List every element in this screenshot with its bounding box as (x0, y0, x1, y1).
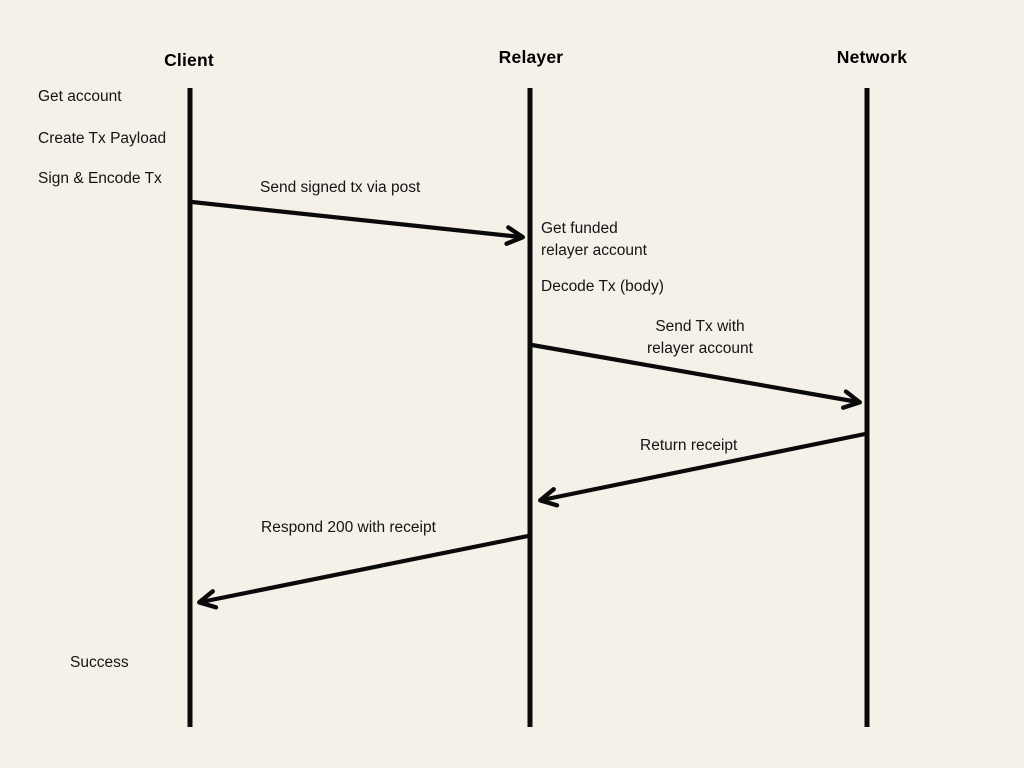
label-send-tx-line1: Send Tx with (655, 318, 745, 335)
note-get-funded-line1: Get funded (541, 220, 618, 237)
note-decode-tx: Decode Tx (body) (541, 278, 664, 295)
label-send-signed-tx: Send signed tx via post (260, 179, 421, 196)
label-return-receipt: Return receipt (640, 437, 738, 454)
actor-relayer: Relayer (498, 47, 564, 67)
actor-network: Network (836, 47, 908, 67)
note-sign-encode-tx: Sign & Encode Tx (38, 170, 162, 187)
arrow-send-signed-tx (191, 199, 525, 246)
arrow-return-receipt (538, 431, 866, 508)
note-get-funded: Get funded relayer account (541, 218, 647, 262)
note-get-account: Get account (38, 88, 122, 105)
note-success: Success (70, 654, 129, 671)
actor-client: Client (164, 50, 214, 70)
arrow-respond-200 (197, 533, 529, 610)
label-respond-200: Respond 200 with receipt (261, 519, 436, 536)
note-get-funded-line2: relayer account (541, 242, 647, 259)
arrow-send-tx-relayer-account (531, 342, 862, 410)
label-send-tx-relayer-account: Send Tx with relayer account (619, 316, 781, 360)
note-create-tx-payload: Create Tx Payload (38, 130, 167, 147)
label-send-tx-line2: relayer account (647, 340, 753, 357)
